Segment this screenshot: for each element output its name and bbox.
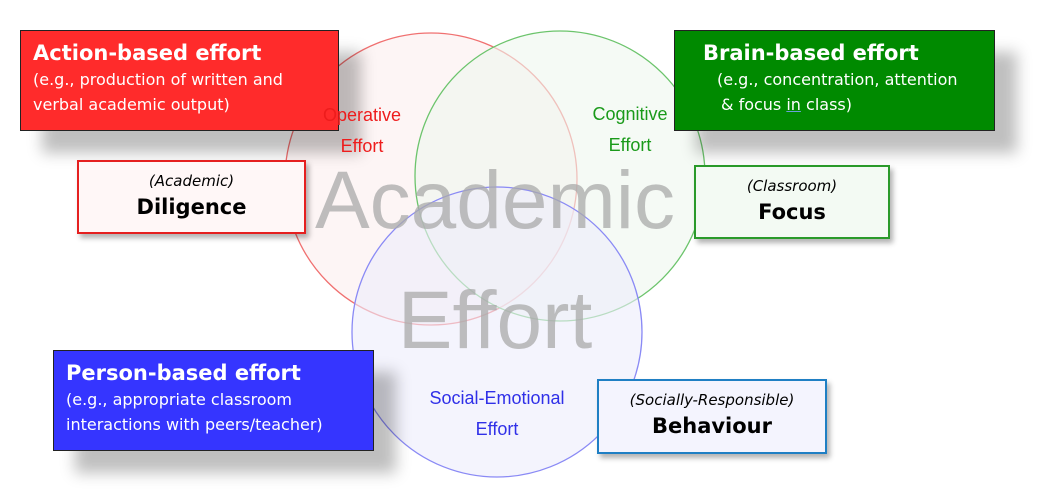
category-desc: & focus in class) <box>703 92 982 117</box>
desc-part: class) <box>800 95 852 114</box>
trait-subtitle: (Academic) <box>148 172 235 190</box>
diligence-box: (Academic) Diligence <box>77 160 306 234</box>
trait-title: Focus <box>758 200 826 224</box>
social-emotional-effort-label: Social-Emotional Effort <box>407 383 587 445</box>
trait-subtitle: (Socially-Responsible) <box>629 391 795 409</box>
center-title-line2: Effort <box>397 275 593 366</box>
brain-based-effort-box: Brain-based effort (e.g., concentration,… <box>674 30 995 131</box>
center-title-line1: Academic <box>314 155 676 246</box>
cognitive-effort-label: Cognitive Effort <box>560 99 700 161</box>
category-desc: verbal academic output) <box>33 95 230 114</box>
desc-part: in <box>786 95 801 114</box>
category-desc: (e.g., appropriate classroom <box>66 390 293 409</box>
label-line: Effort <box>608 135 652 155</box>
category-title: Person-based effort <box>66 361 301 385</box>
label-line: Social-Emotional <box>429 388 565 408</box>
focus-box: (Classroom) Focus <box>694 165 890 239</box>
desc-part: & focus <box>721 95 787 114</box>
operative-effort-label: Operative Effort <box>302 100 422 162</box>
label-line: Effort <box>475 419 519 439</box>
action-based-effort-box: Action-based effort (e.g., production of… <box>20 30 339 131</box>
category-desc: interactions with peers/teacher) <box>66 415 323 434</box>
social-emotional-effort-circle <box>351 186 643 478</box>
trait-subtitle: (Classroom) <box>746 177 838 195</box>
person-based-effort-box: Person-based effort (e.g., appropriate c… <box>53 350 374 451</box>
category-title: Action-based effort <box>33 41 262 65</box>
label-line: Operative <box>322 105 402 125</box>
behaviour-box: (Socially-Responsible) Behaviour <box>597 379 827 454</box>
label-line: Effort <box>340 136 384 156</box>
category-desc: (e.g., production of written and <box>33 70 283 89</box>
category-title: Brain-based effort <box>703 41 919 65</box>
trait-title: Diligence <box>136 195 247 219</box>
label-line: Cognitive <box>592 104 668 124</box>
category-desc: (e.g., concentration, attention <box>717 70 958 89</box>
trait-title: Behaviour <box>652 414 772 438</box>
